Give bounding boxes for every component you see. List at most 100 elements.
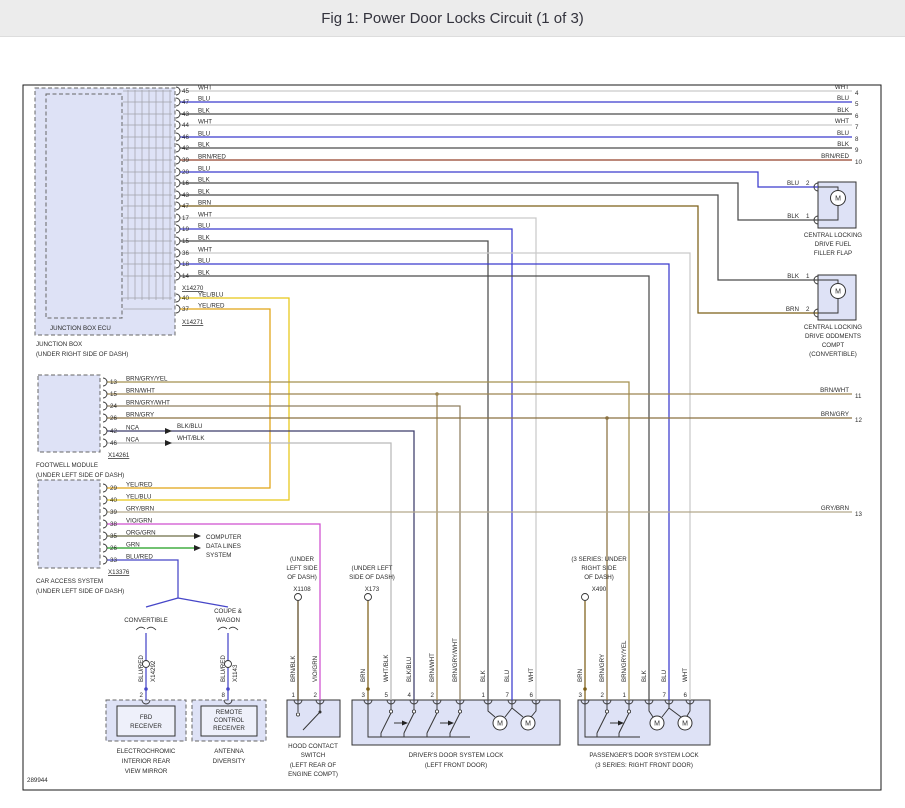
component-internal-line xyxy=(818,205,839,221)
diagram-text: ELECTROCHROMIC xyxy=(117,748,176,755)
component-internal-line xyxy=(686,700,691,717)
diagram-text: (UNDER LEFT xyxy=(352,565,393,572)
diagram-text: JUNCTION BOX xyxy=(36,341,82,348)
footwell-module-box xyxy=(37,374,101,453)
diagram-text: X490 xyxy=(592,586,607,593)
wire-blu xyxy=(180,171,818,188)
variant-brace-icon xyxy=(135,626,157,631)
diagram-text: RECEIVER xyxy=(130,723,162,730)
motor-letter: M xyxy=(835,196,841,203)
pin-arc-icon xyxy=(175,167,181,177)
wire-blk xyxy=(180,194,818,281)
diagram-text: FBD xyxy=(140,714,153,721)
pin-arc-icon xyxy=(175,97,181,107)
wire-color-label: BLK xyxy=(198,142,211,149)
diagram-text: REMOTE xyxy=(216,709,242,716)
inline-connector-icon xyxy=(294,593,302,601)
diagram-text: LEFT SIDE xyxy=(286,565,317,572)
edge-ref-number: 6 xyxy=(855,113,859,120)
wire-color-label: YEL/RED xyxy=(126,482,153,489)
diagram-text: COUPE & xyxy=(214,608,243,615)
wire-color-label: WHT xyxy=(198,247,212,254)
pin-arc-icon xyxy=(175,143,181,153)
car-access-system-box xyxy=(37,479,101,569)
diagram-text: 1 xyxy=(806,213,810,220)
pin-arc-icon xyxy=(175,155,181,165)
pin-arc-icon xyxy=(102,531,108,541)
motor-letter: M xyxy=(682,721,688,728)
pin-number: 19 xyxy=(182,226,189,233)
wire-brn-gry-wht xyxy=(107,405,461,700)
switch-contact-icon xyxy=(605,709,610,714)
wire-color-label: NCA xyxy=(126,425,140,432)
diagram-text: DRIVE ODDMENTS xyxy=(805,333,861,340)
component-internal-line xyxy=(818,298,839,314)
vertical-wire-label: BLU/RED xyxy=(138,655,145,682)
component-internal-line xyxy=(530,700,537,718)
wire-blu-red xyxy=(145,597,179,608)
diagram-text: BLK xyxy=(787,273,800,280)
diagram-text: CENTRAL LOCKING xyxy=(804,232,862,239)
motor-icon xyxy=(492,715,508,731)
wire-blu-red xyxy=(177,597,229,608)
edge-ref-color-label: BRN/WHT xyxy=(820,387,849,394)
vertical-wire-label: BRN xyxy=(360,669,367,682)
diagram-text: X14270 xyxy=(182,285,204,292)
edge-ref-color-label: BLK xyxy=(837,107,850,114)
pin-number: 1 xyxy=(623,692,627,699)
pin-arc-icon xyxy=(102,389,108,399)
junction-box-outer xyxy=(34,87,176,336)
vertical-wire-label: WHT xyxy=(682,668,689,682)
pin-number: 26 xyxy=(110,545,117,552)
diagram-text: DRIVER'S DOOR SYSTEM LOCK xyxy=(409,752,505,759)
pin-number: 29 xyxy=(110,485,117,492)
figure-title-bar: Fig 1: Power Door Locks Circuit (1 of 3) xyxy=(0,0,905,37)
wire-blk xyxy=(180,240,489,700)
wire-yel-red xyxy=(107,308,271,489)
pin-number: 42 xyxy=(182,145,189,152)
diagram-text: VIEW MIRROR xyxy=(125,768,168,775)
pin-arc-icon xyxy=(813,308,819,318)
pin-arc-icon xyxy=(175,304,181,314)
vertical-wire-label: BRN/WHT xyxy=(429,653,436,682)
wire-color-label: BLK xyxy=(198,235,211,242)
wire-inline-label: WHT/BLK xyxy=(177,435,205,442)
pin-arc-icon xyxy=(813,275,819,285)
edge-ref-number: 4 xyxy=(855,90,859,97)
pin-number: 2 xyxy=(314,692,318,699)
diagram-text: DRIVE FUEL xyxy=(815,241,852,248)
pin-number: 36 xyxy=(182,250,189,257)
component-internal-line xyxy=(511,707,524,718)
pin-number: 39 xyxy=(110,509,117,516)
pin-number: 46 xyxy=(110,440,117,447)
vertical-wire-label: BLU/RED xyxy=(220,655,227,682)
wire-color-label: BRN xyxy=(198,200,211,207)
junction-box-ecu-inner xyxy=(45,93,123,319)
pin-number: 13 xyxy=(110,379,117,386)
diagram-text: CAR ACCESS SYSTEM xyxy=(36,578,103,585)
pin-number: 7 xyxy=(506,692,510,699)
vertical-wire-label: X14292 xyxy=(150,660,157,682)
pin-number: 5 xyxy=(385,692,389,699)
pin-number: 37 xyxy=(182,306,189,313)
pin-number: 8 xyxy=(222,692,226,699)
inline-connector-icon xyxy=(224,660,232,668)
edge-ref-number: 11 xyxy=(855,393,862,400)
component-internal-line xyxy=(596,712,608,734)
pin-number: 40 xyxy=(182,295,189,302)
pin-number: 40 xyxy=(110,497,117,504)
pin-arc-icon xyxy=(141,699,151,705)
pin-number: 2 xyxy=(140,692,144,699)
diagram-text: (3 SERIES: RIGHT FRONT DOOR) xyxy=(595,762,693,769)
wire-brn xyxy=(180,205,818,314)
diagram-text: (UNDER LEFT SIDE OF DASH) xyxy=(36,588,124,595)
edge-ref-number: 7 xyxy=(855,124,859,131)
diagram-text: RECEIVER xyxy=(213,725,245,732)
component-internal-line xyxy=(818,186,839,191)
vertical-wire-label: BRN/GRY/WHT xyxy=(452,638,459,682)
diagram-text: X14261 xyxy=(108,452,130,459)
diagram-text: WAGON xyxy=(216,617,240,624)
pin-number: 14 xyxy=(182,273,189,280)
diagram-text: HOOD CONTACT xyxy=(288,743,338,750)
